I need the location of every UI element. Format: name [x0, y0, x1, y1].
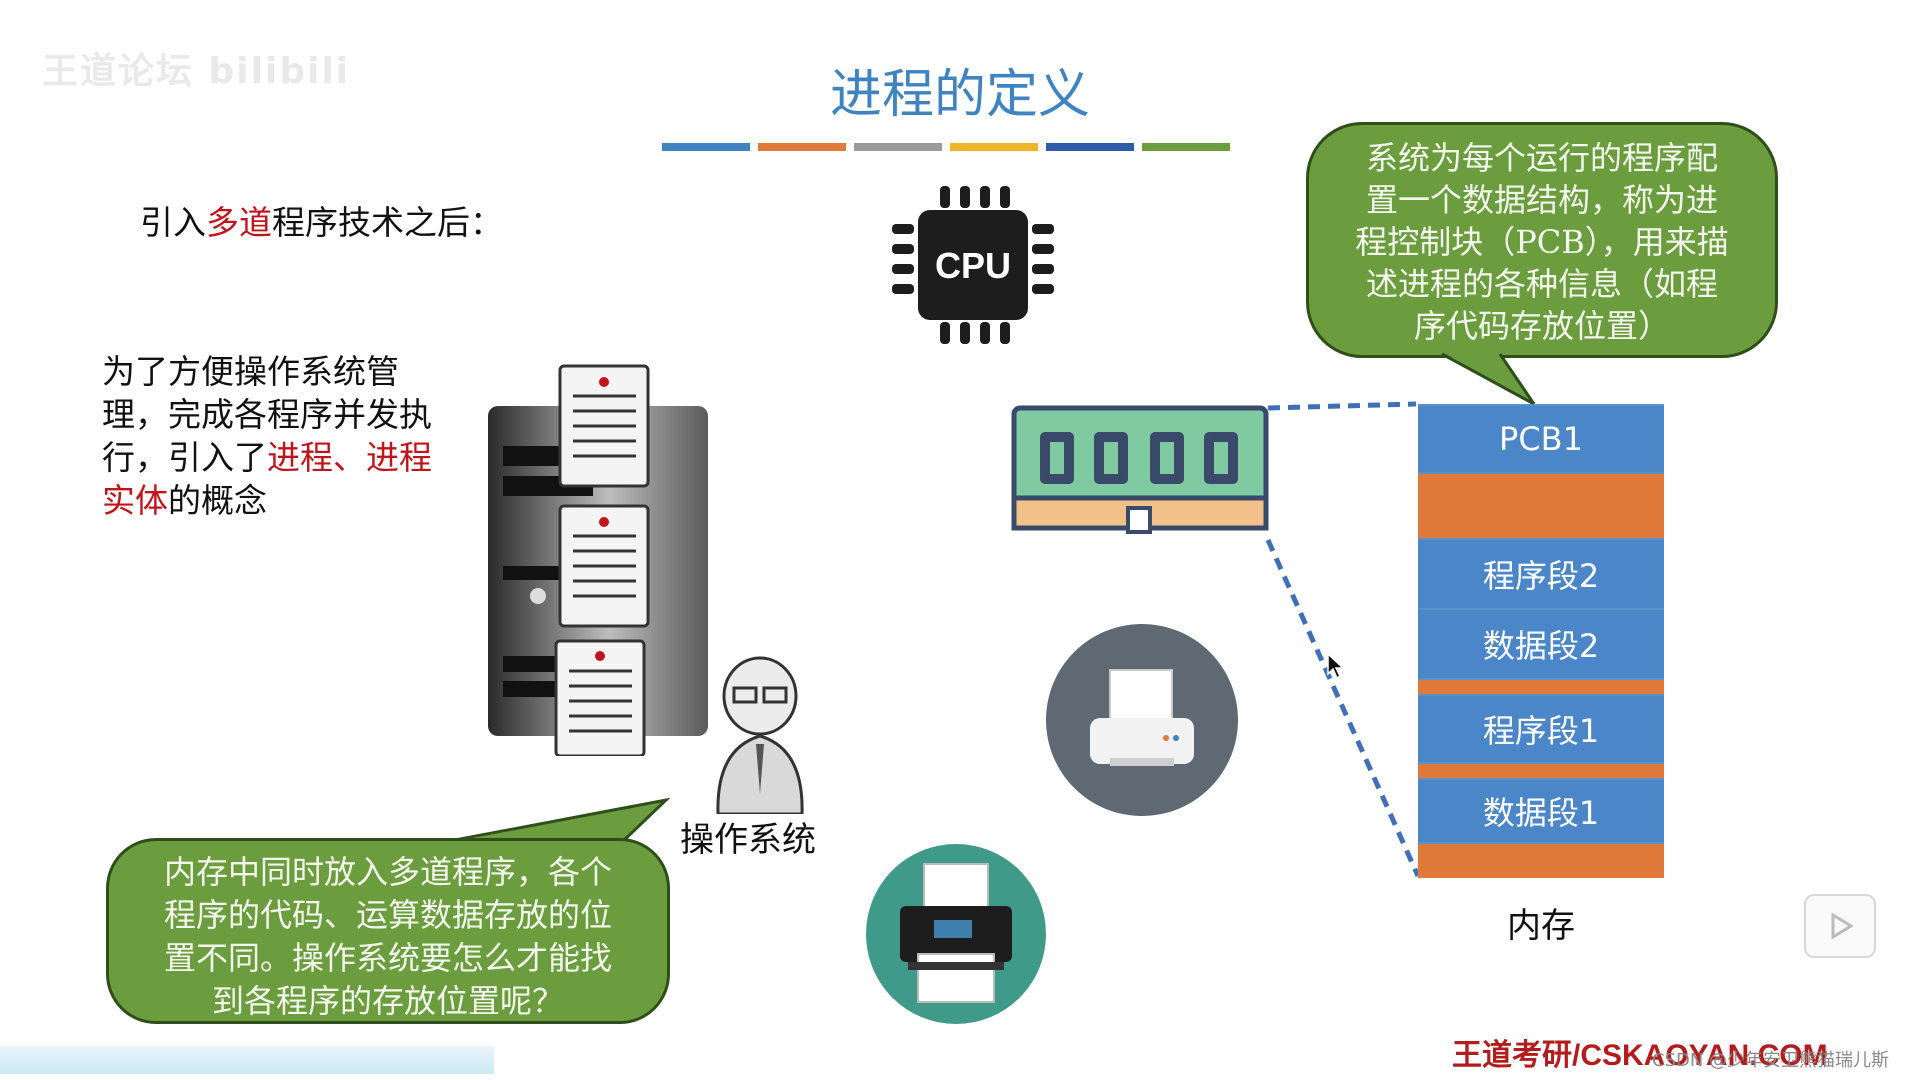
title-bar-segment [1046, 143, 1134, 151]
memory-label: 内存 [1507, 906, 1575, 946]
intro-text: 引入多道程序技术之后： [140, 196, 503, 244]
memory-segment-free [1418, 762, 1664, 778]
title-bar-segment [758, 143, 846, 151]
os-label: 操作系统 [680, 820, 816, 860]
footer-csdn-watermark: CSDN @少年安卫熊猫瑞儿斯 [1652, 1050, 1890, 1071]
memory-segment-free [1418, 472, 1664, 538]
play-button[interactable] [1804, 894, 1876, 958]
paragraph-highlight-process: 进程、 [267, 438, 366, 477]
callout-line: 内存中同时放入多道程序，各个 [163, 853, 612, 891]
callout-line: 程控制块（PCB），用来描 [1355, 223, 1729, 261]
callout-line: 系统为每个运行的程序配 [1365, 139, 1718, 177]
intro-prefix: 引入 [140, 203, 206, 242]
question-callout-pointer [433, 797, 670, 846]
title-bar-segment [854, 143, 942, 151]
pcb-callout: 系统为每个运行的程序配 置一个数据结构，称为进 程控制块（PCB），用来描 述进… [1306, 122, 1778, 358]
title-bar-segment [1142, 143, 1230, 151]
memory-segment-program1: 程序段1 [1418, 694, 1664, 762]
intro-suffix: 程序技术之后： [272, 203, 503, 242]
bottom-decoration [0, 1046, 494, 1074]
cpu-icon: CPU [892, 186, 1054, 344]
printer-color-icon [866, 844, 1046, 1024]
paragraph-highlight-entity: 进程实体 [102, 438, 432, 520]
callout-line: 述进程的各种信息（如程 [1365, 265, 1718, 303]
callout-line: 置不同。操作系统要怎么才能找 [163, 939, 612, 977]
server-icon [488, 364, 708, 756]
mouse-cursor-icon [1327, 652, 1345, 680]
memory-segment-data2: 数据段2 [1418, 608, 1664, 678]
printer-icon [1046, 624, 1238, 816]
memory-segment-data1: 数据段1 [1418, 778, 1664, 842]
memory-segment-free [1418, 678, 1664, 694]
title-bar-segment [662, 143, 750, 151]
title-bar-segment [950, 143, 1038, 151]
memory-segment-free [1418, 842, 1664, 878]
callout-line: 置一个数据结构，称为进 [1365, 181, 1718, 219]
footer-brand: 王道考研/CSKAOYAN.COM [1452, 1039, 1828, 1072]
paragraph-text: 为了方便操作系统管理，完成各程序并发执行，引入了 [102, 352, 432, 477]
paragraph-text-end: 的概念 [168, 481, 267, 520]
cpu-label: CPU [935, 245, 1011, 286]
callout-line: 程序的代码、运算数据存放的位 [163, 896, 612, 934]
memory-segment-pcb1: PCB1 [1418, 404, 1664, 472]
ram-icon [1011, 405, 1269, 534]
watermark: 王道论坛 bilibili [42, 51, 351, 92]
play-icon [1831, 912, 1854, 940]
person-icon [716, 656, 804, 814]
concept-paragraph: 为了方便操作系统管理，完成各程序并发执行，引入了进程、进程实体的概念 [102, 350, 442, 522]
memory-diagram: PCB1 程序段2 数据段2 程序段1 数据段1 [1418, 404, 1664, 878]
pcb-callout-pointer [1441, 352, 1536, 406]
memory-segment-program2: 程序段2 [1418, 538, 1664, 608]
callout-line: 到各程序的存放位置呢？ [211, 982, 564, 1020]
question-callout: 内存中同时放入多道程序，各个 程序的代码、运算数据存放的位 置不同。操作系统要怎… [106, 838, 670, 1024]
intro-highlight: 多道 [206, 203, 272, 242]
callout-line: 序代码存放位置） [1413, 307, 1670, 345]
page-title: 进程的定义 [829, 65, 1090, 125]
